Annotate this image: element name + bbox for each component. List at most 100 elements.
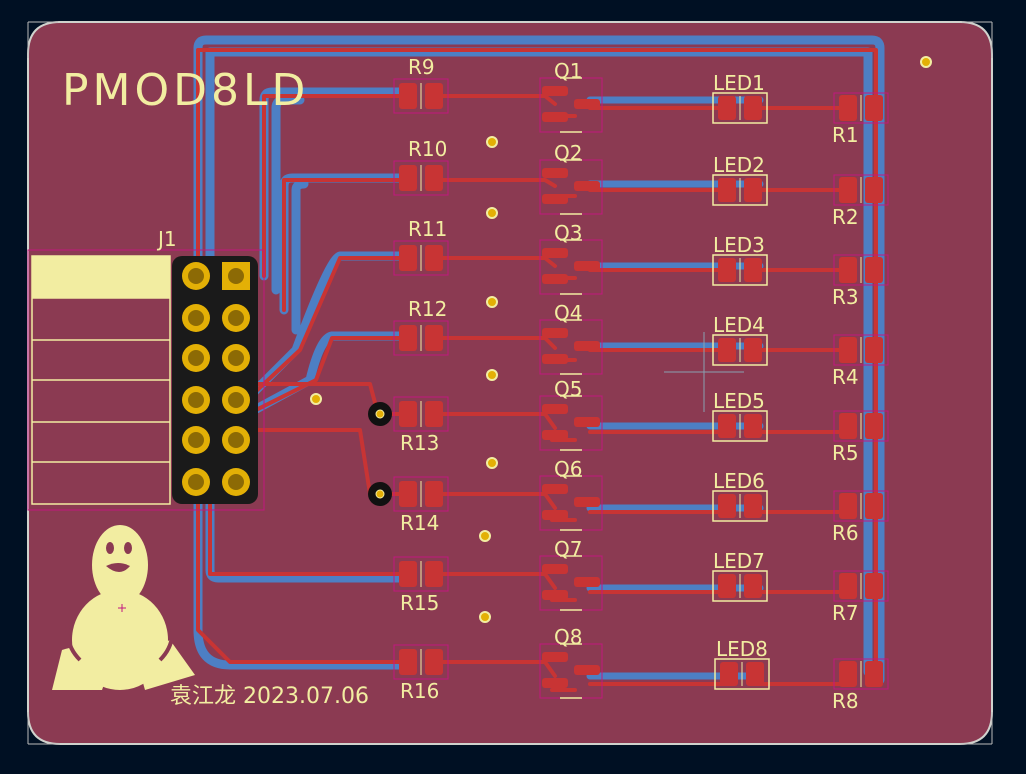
- transistor-label: Q7: [554, 537, 582, 561]
- resistor-left-courtyard: [393, 78, 449, 114]
- led[interactable]: LED2: [712, 153, 768, 206]
- transistor[interactable]: Q6: [539, 457, 603, 531]
- resistor-left[interactable]: R14: [393, 476, 449, 535]
- resistor-left-pad: [425, 561, 443, 587]
- led[interactable]: LED5: [712, 389, 768, 442]
- transistor-pad: [542, 404, 568, 414]
- resistor-right[interactable]: R4: [832, 334, 889, 389]
- led-pad: [718, 494, 736, 518]
- transistor-label: Q8: [554, 625, 582, 649]
- resistor-right-courtyard: [833, 410, 889, 442]
- resistor-left[interactable]: R15: [393, 556, 449, 615]
- led-pad: [718, 338, 736, 362]
- resistor-left-pad: [399, 561, 417, 587]
- resistor-right-pad: [839, 95, 857, 121]
- resistor-left-courtyard: [393, 160, 449, 196]
- resistor-right[interactable]: R1: [832, 92, 889, 147]
- transistor[interactable]: Q1: [539, 59, 603, 133]
- led-pad: [744, 494, 762, 518]
- resistor-right[interactable]: R2: [832, 174, 889, 229]
- transistor[interactable]: Q8: [539, 625, 603, 699]
- transistor[interactable]: Q3: [539, 221, 603, 295]
- resistor-left[interactable]: R13: [393, 396, 449, 455]
- connector-pin1-marker: [32, 256, 170, 298]
- resistor-right-label: R4: [832, 365, 859, 389]
- connector-pin-drill: [228, 432, 244, 448]
- transistor[interactable]: Q2: [539, 141, 603, 215]
- led-silk-outline: [712, 490, 768, 522]
- resistor-right[interactable]: R7: [832, 570, 889, 625]
- led-label: LED6: [713, 469, 765, 493]
- resistor-left-label: R13: [400, 431, 439, 455]
- resistor-right-label: R8: [832, 689, 859, 713]
- resistor-right-pad: [839, 257, 857, 283]
- connector-pin-drill: [228, 268, 244, 284]
- resistor-left-pad: [399, 245, 417, 271]
- led[interactable]: LED3: [712, 233, 768, 286]
- connector-pin-drill: [228, 310, 244, 326]
- crosshair-cursor: [664, 332, 744, 412]
- led-label: LED5: [713, 389, 765, 413]
- led-silk-outline: [712, 410, 768, 442]
- connector-pin-drill: [188, 392, 204, 408]
- led-silk-outline: [712, 334, 768, 366]
- resistor-left-courtyard: [393, 320, 449, 356]
- led-pad: [744, 258, 762, 282]
- transistor[interactable]: Q7: [539, 537, 603, 611]
- resistor-right-label: R6: [832, 521, 859, 545]
- resistor-left[interactable]: R11: [393, 217, 449, 276]
- connector-j1[interactable]: J1: [27, 227, 265, 511]
- resistor-left-pad: [425, 83, 443, 109]
- transistor-label: Q3: [554, 221, 582, 245]
- led[interactable]: LED8: [714, 637, 770, 690]
- resistor-left-pad: [399, 401, 417, 427]
- led[interactable]: LED1: [712, 71, 768, 124]
- transistor-pad: [542, 510, 568, 520]
- resistor-right-courtyard: [833, 658, 889, 690]
- resistor-left-courtyard: [393, 240, 449, 276]
- transistor-pad: [542, 248, 568, 258]
- transistor-label: Q4: [554, 301, 582, 325]
- resistor-left[interactable]: R9: [393, 55, 449, 114]
- resistor-left[interactable]: R12: [393, 297, 449, 356]
- via: [486, 369, 498, 381]
- transistor-pad: [574, 261, 600, 271]
- led[interactable]: LED6: [712, 469, 768, 522]
- transistor-pad: [542, 484, 568, 494]
- resistor-left-label: R15: [400, 591, 439, 615]
- transistor[interactable]: Q5: [539, 377, 603, 451]
- resistor-right-courtyard: [833, 92, 889, 124]
- led-silk-outline: [712, 92, 768, 124]
- resistor-left[interactable]: R16: [393, 644, 449, 703]
- via: [486, 296, 498, 308]
- led-label: LED8: [716, 637, 768, 661]
- resistor-left[interactable]: R10: [393, 137, 449, 196]
- led-pad: [718, 96, 736, 120]
- resistor-left-pad: [425, 401, 443, 427]
- resistor-right[interactable]: R6: [832, 490, 889, 545]
- resistor-right-pad: [865, 493, 883, 519]
- resistor-right[interactable]: R8: [832, 658, 889, 713]
- transistor-label: Q5: [554, 377, 582, 401]
- resistor-right[interactable]: R3: [832, 254, 889, 309]
- led-pad: [744, 96, 762, 120]
- resistor-right-label: R7: [832, 601, 859, 625]
- led-pad: [744, 574, 762, 598]
- led[interactable]: LED7: [712, 549, 768, 602]
- resistor-right-label: R5: [832, 441, 859, 465]
- transistor[interactable]: Q4: [539, 301, 603, 375]
- resistor-left-label: R14: [400, 511, 439, 535]
- resistor-right[interactable]: R5: [832, 410, 889, 465]
- edge-cut-marks: [27, 21, 993, 745]
- transistor-pad: [542, 168, 568, 178]
- connector-pin-drill: [188, 474, 204, 490]
- led[interactable]: LED4: [712, 313, 768, 366]
- resistor-left-pad: [399, 325, 417, 351]
- led-pad: [718, 414, 736, 438]
- led-label: LED2: [713, 153, 765, 177]
- transistor-pad: [574, 341, 600, 351]
- resistor-left-courtyard: [393, 476, 449, 512]
- via-drill: [375, 489, 385, 499]
